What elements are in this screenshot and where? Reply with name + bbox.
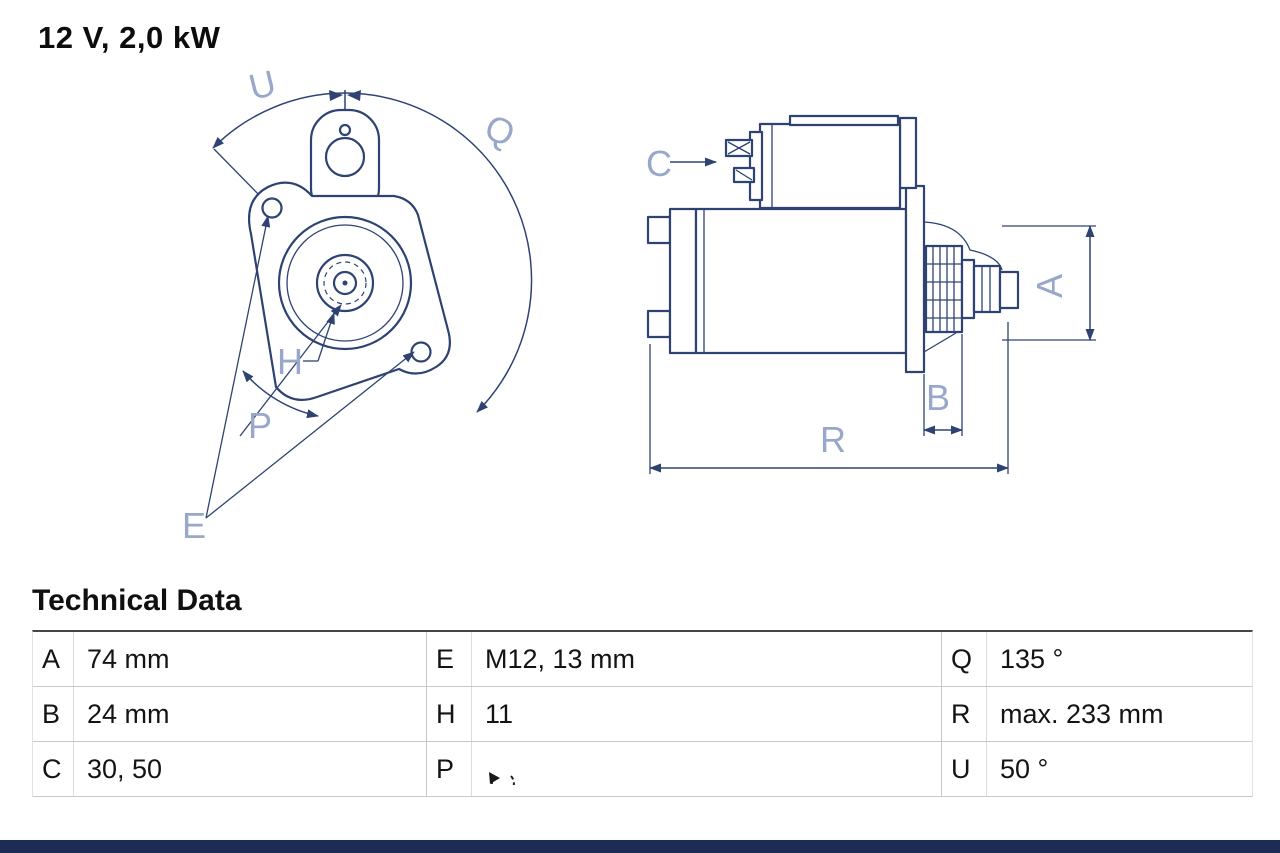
value-r: max. 233 mm	[986, 687, 1254, 741]
starter-motor-technical-drawing: U Q H P E	[182, 62, 1096, 546]
label-b: B	[926, 377, 950, 418]
label-p: P	[248, 405, 272, 446]
angle-arc-u	[212, 92, 346, 149]
label-r: R	[820, 419, 846, 460]
motor-body	[694, 207, 908, 355]
angle-radius-line	[213, 148, 267, 203]
counterclockwise-rotation-icon	[485, 753, 519, 785]
center-point	[342, 280, 348, 286]
drawing-svg: U Q H P E	[182, 62, 1096, 546]
drive-collar	[960, 258, 976, 320]
technical-data-section: Technical Data A 74 mm E M12, 13 mm Q 13…	[32, 584, 1253, 797]
e-pointer-line-2	[205, 351, 415, 519]
table-row: A 74 mm E M12, 13 mm Q 135 °	[33, 632, 1252, 687]
h-pointer-line	[317, 312, 335, 362]
left-tab-top	[646, 215, 672, 245]
value-c: 30, 50	[73, 742, 426, 796]
value-p-rotation-direction	[471, 742, 941, 796]
drive-shaft	[972, 264, 1002, 314]
value-u: 50 °	[986, 742, 1254, 796]
tab-hole	[324, 136, 366, 178]
p-rotation-arc	[242, 370, 319, 419]
arc-arrow-left	[329, 90, 343, 101]
label-q: Q	[479, 106, 521, 155]
label-a: A	[1029, 274, 1070, 298]
key-h: H	[426, 687, 471, 741]
bolt-hole-1	[261, 197, 283, 219]
key-u: U	[941, 742, 986, 796]
commutator-end-cap	[668, 207, 698, 355]
value-h: 11	[471, 687, 941, 741]
bolt-hole-2	[410, 341, 432, 363]
technical-data-title: Technical Data	[32, 584, 242, 617]
value-e: M12, 13 mm	[471, 632, 941, 686]
solenoid-bracket	[898, 116, 918, 190]
left-tab-bottom	[646, 309, 672, 339]
drive-housing-bottom	[923, 332, 957, 353]
key-r: R	[941, 687, 986, 741]
tab-small-hole	[338, 123, 352, 137]
shaft-nose	[998, 270, 1020, 310]
arc-arrow-right	[347, 90, 361, 101]
table-row: B 24 mm H 11 R max. 233 mm	[33, 687, 1252, 742]
angle-arc-q	[344, 92, 533, 413]
drive-housing-top	[923, 221, 1003, 271]
key-b: B	[42, 698, 61, 729]
pinion-gear	[924, 244, 964, 334]
value-b: 24 mm	[73, 687, 426, 741]
label-c: C	[646, 143, 672, 184]
pitch-circle	[323, 261, 367, 305]
technical-data-table: A 74 mm E M12, 13 mm Q 135 ° B 24 mm H 1…	[32, 630, 1253, 797]
solenoid	[758, 122, 902, 210]
terminal-hatch-2	[727, 141, 751, 155]
flange-bore-inner	[286, 224, 404, 342]
value-a: 74 mm	[73, 632, 426, 686]
key-a: A	[42, 643, 61, 674]
label-h: H	[277, 341, 303, 382]
bottom-accent-bar	[0, 840, 1280, 853]
label-e: E	[182, 505, 206, 546]
side-view-drawing: C A B R	[646, 114, 1096, 474]
drive-end-plate	[904, 184, 926, 374]
solenoid-top-step	[788, 114, 900, 127]
label-u: U	[245, 62, 280, 108]
value-q: 135 °	[986, 632, 1254, 686]
e-pointer-line-1	[205, 215, 271, 519]
table-row: C 30, 50 P U 50 °	[33, 742, 1252, 797]
front-view-drawing: U Q H P E	[182, 62, 533, 546]
key-e: E	[426, 632, 471, 686]
key-c: C	[42, 753, 62, 784]
page-title: 12 V, 2,0 kW	[38, 20, 221, 55]
terminal-hatch-3	[735, 169, 753, 181]
key-p: P	[426, 742, 471, 796]
key-q: Q	[941, 632, 986, 686]
